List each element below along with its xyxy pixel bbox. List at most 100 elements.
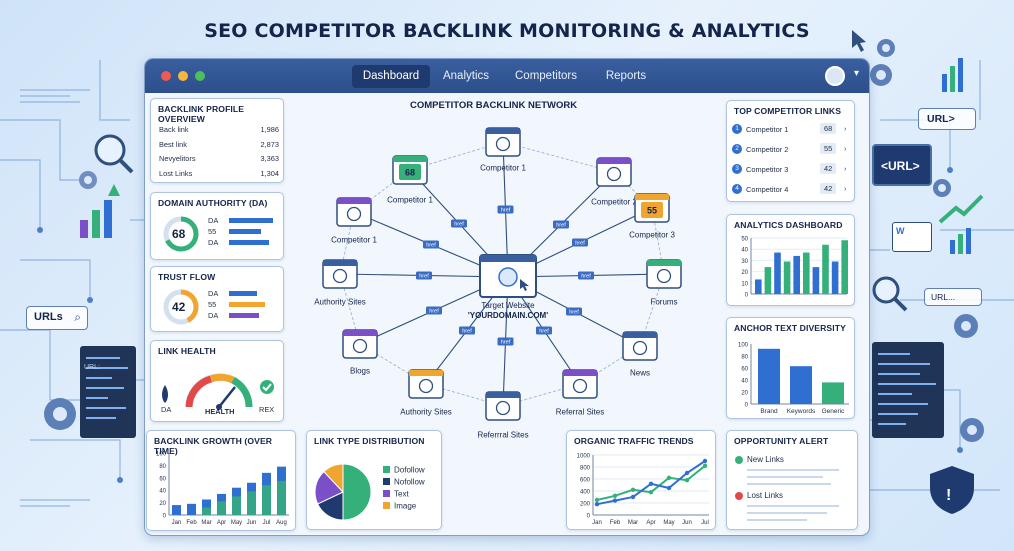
- network-node-label: News: [630, 369, 650, 378]
- analytics-bar: [812, 267, 820, 294]
- rank-badge: 1: [732, 124, 742, 134]
- competitor-score: 55: [820, 143, 837, 154]
- network-node-header: [486, 128, 520, 134]
- score-badge-bg: [641, 202, 663, 218]
- new-links-label[interactable]: New Links: [747, 455, 784, 464]
- href-label: href: [426, 243, 436, 249]
- window-close-button[interactable]: [161, 71, 171, 81]
- growth-bar-secondary: [277, 480, 286, 515]
- tab-dashboard[interactable]: Dashboard: [352, 65, 430, 88]
- growth-bar: [202, 499, 211, 515]
- chevron-right-icon[interactable]: ›: [844, 164, 847, 173]
- chevron-right-icon[interactable]: ›: [844, 184, 847, 193]
- bar-chart-icon-right: [950, 228, 971, 254]
- window-maximize-button[interactable]: [195, 71, 205, 81]
- anchor-bar: [758, 348, 780, 404]
- network-node-header: [623, 332, 657, 338]
- y-tick-label: 600: [580, 478, 591, 484]
- gear-icon-left-1: [79, 171, 97, 189]
- traffic-point: [630, 487, 636, 492]
- x-tick-label: Mar: [628, 520, 638, 526]
- score-badge: 55: [647, 206, 657, 216]
- competitor-score: 68: [820, 123, 837, 134]
- competitor-list-item[interactable]: 3 Competitor 3 42 ›: [732, 162, 852, 182]
- x-tick-label: Apr: [646, 520, 655, 526]
- window-minimize-button[interactable]: [178, 71, 188, 81]
- traffic-point: [684, 478, 690, 483]
- network-title: COMPETITOR BACKLINK NETWORK: [410, 100, 578, 111]
- y-tick-label: 1000: [577, 454, 591, 460]
- score-badge-bg: [399, 164, 421, 180]
- href-label: href: [575, 241, 585, 247]
- globe-icon: [332, 268, 348, 284]
- opportunity-alert-panel: OPPORTUNITY ALERT New Links Lost Links: [726, 430, 858, 530]
- rank-badge: 3: [732, 164, 742, 174]
- href-tag: [572, 238, 588, 247]
- analytics-bar: [774, 252, 781, 294]
- y-tick-label: 0: [163, 514, 167, 520]
- network-node-header: [486, 392, 520, 398]
- user-avatar[interactable]: [825, 66, 845, 86]
- score-badge: 68: [405, 168, 415, 178]
- y-tick-label: 0: [587, 514, 591, 520]
- x-tick-label: Jun: [247, 520, 257, 526]
- href-tag: [553, 220, 569, 229]
- trend-chart-icon: [942, 58, 963, 92]
- href-tag: [416, 271, 432, 280]
- tab-competitors[interactable]: Competitors: [515, 70, 577, 82]
- network-node-label: Competitor 1: [387, 196, 433, 205]
- href-tag: [459, 326, 475, 335]
- traffic-point: [702, 463, 708, 468]
- y-tick-label: 800: [580, 466, 591, 472]
- y-tick-label: 0: [745, 403, 749, 409]
- tab-reports[interactable]: Reports: [605, 70, 647, 82]
- globe-icon: [606, 166, 622, 182]
- gear-icon-left-2: [44, 398, 76, 430]
- x-tick-label: Jul: [263, 520, 271, 526]
- x-tick-label: Feb: [610, 520, 621, 526]
- y-tick-label: 0: [745, 293, 749, 299]
- chevron-right-icon[interactable]: ›: [844, 144, 847, 153]
- analytics-bar: [793, 255, 800, 294]
- globe-icon: [498, 267, 518, 287]
- top-competitors-panel: TOP COMPETITOR LINKS 1 Competitor 1 68 ›…: [726, 100, 855, 202]
- chevron-right-icon[interactable]: ›: [844, 124, 847, 133]
- domain-authority-title: DOMAIN AUTHORITY (DA): [158, 198, 268, 208]
- traffic-point: [594, 502, 600, 507]
- network-node-label: Authority Sites: [400, 408, 452, 417]
- y-tick-label: 100: [156, 452, 167, 458]
- target-label: Target Website: [481, 301, 535, 310]
- competitor-list-item[interactable]: 2 Competitor 2 55 ›: [732, 142, 852, 162]
- anchor-bar: [790, 366, 812, 404]
- lost-links-label[interactable]: Lost Links: [747, 491, 784, 500]
- traffic-point: [630, 494, 636, 500]
- competitor-list-item[interactable]: 1 Competitor 1 68 ›: [732, 122, 852, 142]
- href-label: href: [501, 208, 511, 214]
- competitor-name: Competitor 3: [746, 165, 789, 174]
- globe-icon: [352, 338, 368, 354]
- y-tick-label: 60: [159, 476, 166, 482]
- growth-bar-secondary: [202, 507, 211, 515]
- analytics-bar: [831, 261, 839, 294]
- competitor-list-item[interactable]: 4 Competitor 4 42 ›: [732, 182, 852, 202]
- analytics-bar: [822, 244, 829, 294]
- y-tick-label: 100: [738, 343, 749, 349]
- globe-icon: [656, 268, 672, 284]
- new-links-dot: [735, 456, 743, 464]
- traffic-point: [612, 498, 618, 503]
- analytics-bar: [764, 267, 772, 294]
- chevron-down-icon[interactable]: ▾: [853, 68, 859, 79]
- x-tick-label: May: [231, 520, 242, 526]
- x-tick-label: Jan: [172, 520, 182, 526]
- competitor-score: 42: [820, 163, 837, 174]
- tab-analytics[interactable]: Analytics: [442, 70, 490, 82]
- network-node-header: [337, 198, 371, 204]
- da-score: 68: [172, 227, 186, 241]
- network-node-label: Competitor 1: [331, 236, 377, 245]
- trust-flow-gauge: [163, 289, 199, 325]
- w-doc-icon: W: [892, 222, 932, 252]
